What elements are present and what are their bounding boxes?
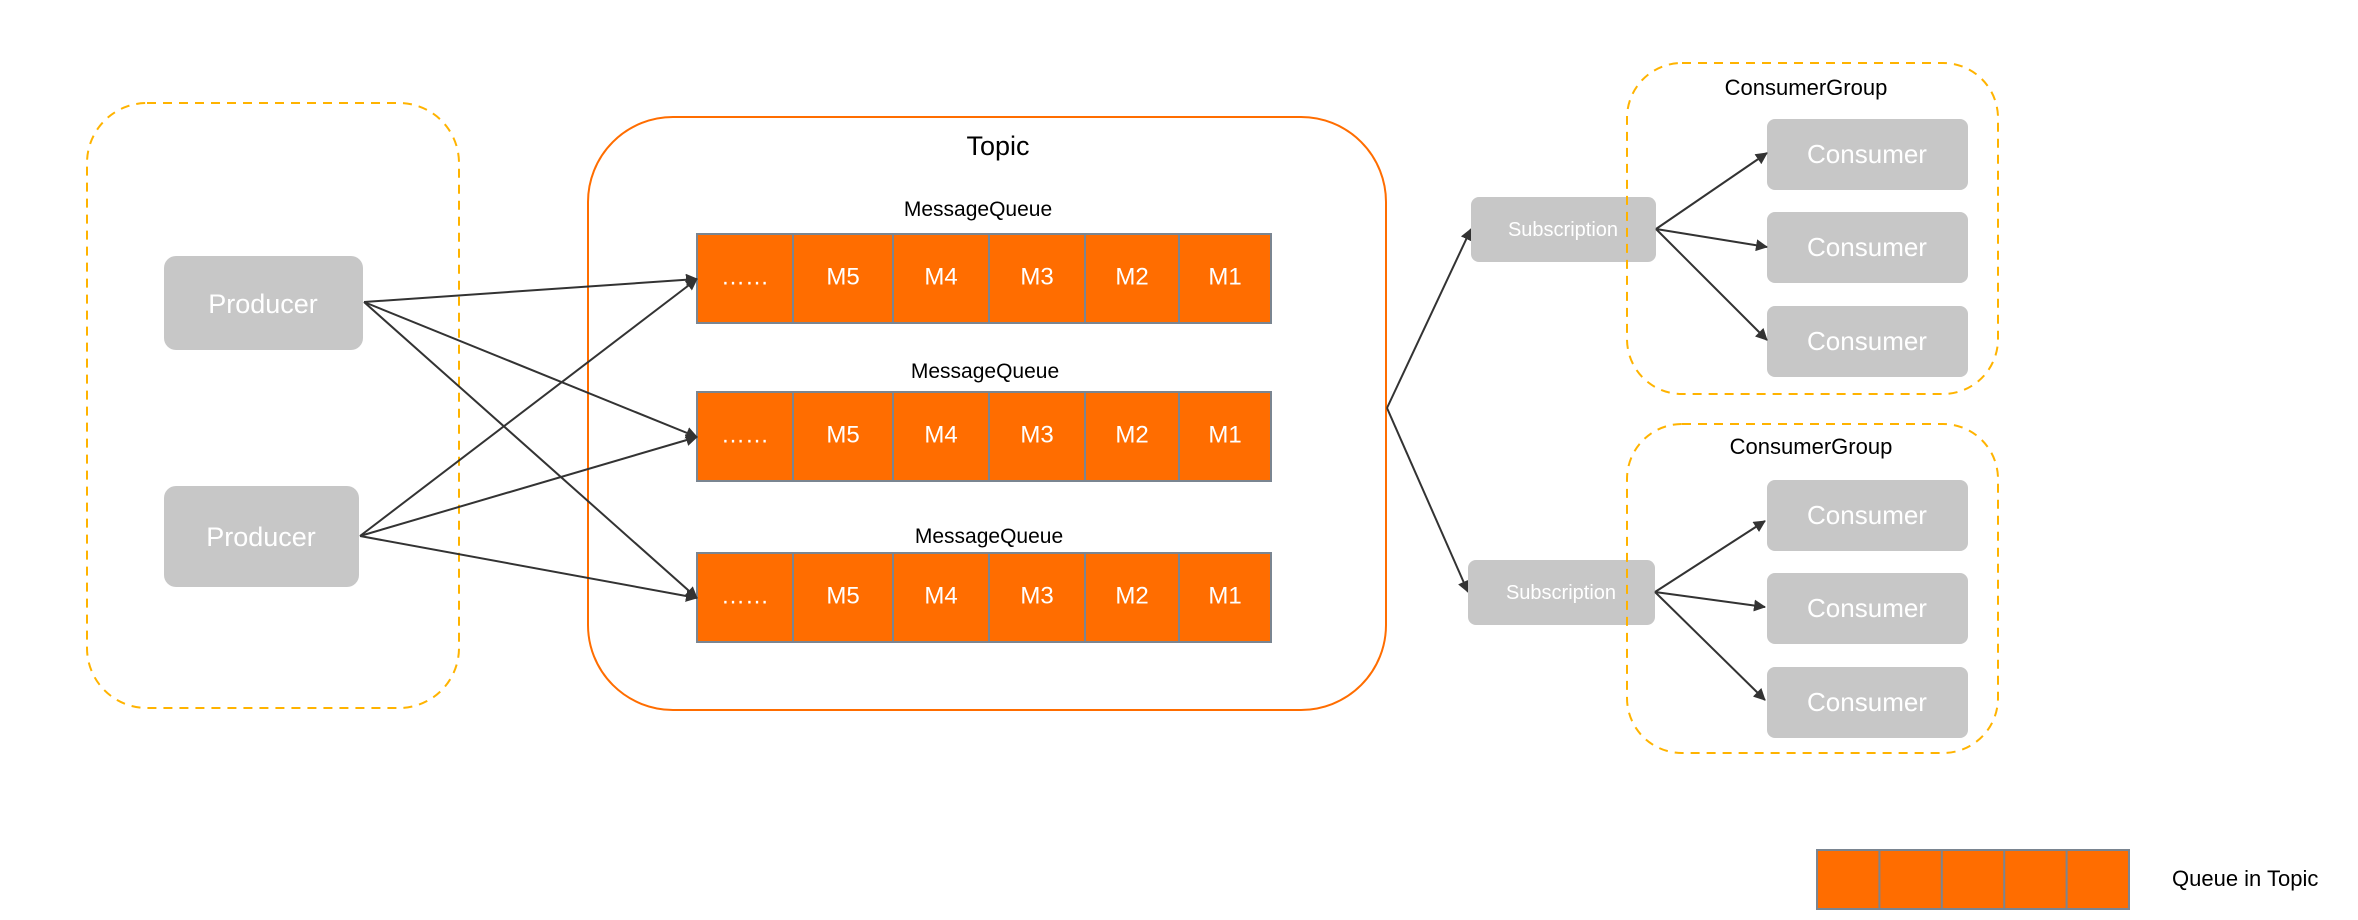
producer-label: Producer <box>206 522 316 552</box>
arrow-producer2-queue3 <box>359 535 698 602</box>
legend-cell-dividers <box>1878 850 2068 909</box>
producer-node: Producer <box>164 486 359 587</box>
consumer-label: Consumer <box>1807 593 1927 623</box>
arrow-topic-subscription2 <box>1386 407 1470 593</box>
message-queue-label: MessageQueue <box>904 198 1052 221</box>
queue-message-cell: …… <box>721 263 769 290</box>
queue-message-cell: M5 <box>826 582 859 609</box>
producer-queue-arrows <box>359 273 698 602</box>
consumer-node: Consumer <box>1767 212 1968 283</box>
consumer-label: Consumer <box>1807 687 1927 717</box>
queue-message-cell: M4 <box>924 582 957 609</box>
arrow-sub1-consumer1 <box>1655 152 1768 230</box>
arrow-sub1-consumer2 <box>1655 228 1768 252</box>
subscription-node: Subscription <box>1471 197 1656 262</box>
legend: Queue in Topic <box>1816 849 2318 910</box>
arrow-producer2-queue2 <box>359 434 698 537</box>
queue-message-cell: …… <box>721 421 769 448</box>
consumer-group-title: ConsumerGroup <box>1730 434 1893 459</box>
queue-message-cell: M3 <box>1020 582 1053 609</box>
subscription-label: Subscription <box>1506 582 1616 604</box>
arrow-producer1-queue2 <box>363 301 698 439</box>
legend-label: Queue in Topic <box>2172 866 2318 891</box>
message-queue-label: MessageQueue <box>915 525 1063 548</box>
arrow-producer1-queue3 <box>363 301 698 599</box>
queue-message-cell: M5 <box>826 421 859 448</box>
consumer-label: Consumer <box>1807 500 1927 530</box>
queue-message-cell: M3 <box>1020 421 1053 448</box>
subscription-node: Subscription <box>1468 560 1655 625</box>
topic-title: Topic <box>966 131 1029 161</box>
arrow-sub2-consumer1 <box>1654 520 1766 593</box>
consumer-label: Consumer <box>1807 232 1927 262</box>
producer-group-container <box>86 102 460 709</box>
arrow-producer2-queue1 <box>359 278 698 537</box>
queue-message-cell: M3 <box>1020 263 1053 290</box>
legend-swatch <box>1816 849 2130 910</box>
consumer-label: Consumer <box>1807 326 1927 356</box>
consumer-node: Consumer <box>1767 573 1968 644</box>
producer-label: Producer <box>208 289 318 319</box>
consumer-label: Consumer <box>1807 139 1927 169</box>
arrow-topic-subscription1 <box>1386 228 1472 409</box>
queue-message-cell: M1 <box>1208 263 1241 290</box>
consumer-node: Consumer <box>1767 480 1968 551</box>
message-queue: MessageQueue …… M5 M4 M3 M2 M1 <box>696 525 1272 643</box>
consumer-node: Consumer <box>1767 667 1968 738</box>
consumer-group: ConsumerGroup Consumer Consumer Consumer <box>1626 423 1999 754</box>
arrow-sub1-consumer3 <box>1655 228 1768 341</box>
queue-message-cell: M5 <box>826 263 859 290</box>
consumer-group-title: ConsumerGroup <box>1725 75 1888 100</box>
queue-message-cell: …… <box>721 582 769 609</box>
message-queue: MessageQueue …… M5 M4 M3 M2 M1 <box>696 360 1272 482</box>
queue-message-cell: M1 <box>1208 421 1241 448</box>
queue-message-cell: M4 <box>924 263 957 290</box>
message-queue: MessageQueue …… M5 M4 M3 M2 M1 <box>696 198 1272 324</box>
queue-message-cell: M1 <box>1208 582 1241 609</box>
queue-message-cell: M2 <box>1115 421 1148 448</box>
consumer-node: Consumer <box>1767 306 1968 377</box>
message-queue-label: MessageQueue <box>911 360 1059 383</box>
queue-message-cell: M2 <box>1115 263 1148 290</box>
topic-subscription-arrows <box>1386 228 1472 593</box>
consumer-node: Consumer <box>1767 119 1968 190</box>
arrow-producer1-queue1 <box>363 273 698 303</box>
queue-message-cell: M4 <box>924 421 957 448</box>
queue-message-cell: M2 <box>1115 582 1148 609</box>
arrow-sub2-consumer3 <box>1654 591 1766 701</box>
subscription-consumer-arrows <box>1654 152 1768 701</box>
subscription-label: Subscription <box>1508 219 1618 241</box>
arrow-sub2-consumer2 <box>1654 591 1766 612</box>
consumer-group: ConsumerGroup Consumer Consumer Consumer <box>1626 62 1999 395</box>
topic-container <box>587 116 1387 711</box>
producer-node: Producer <box>164 256 363 350</box>
